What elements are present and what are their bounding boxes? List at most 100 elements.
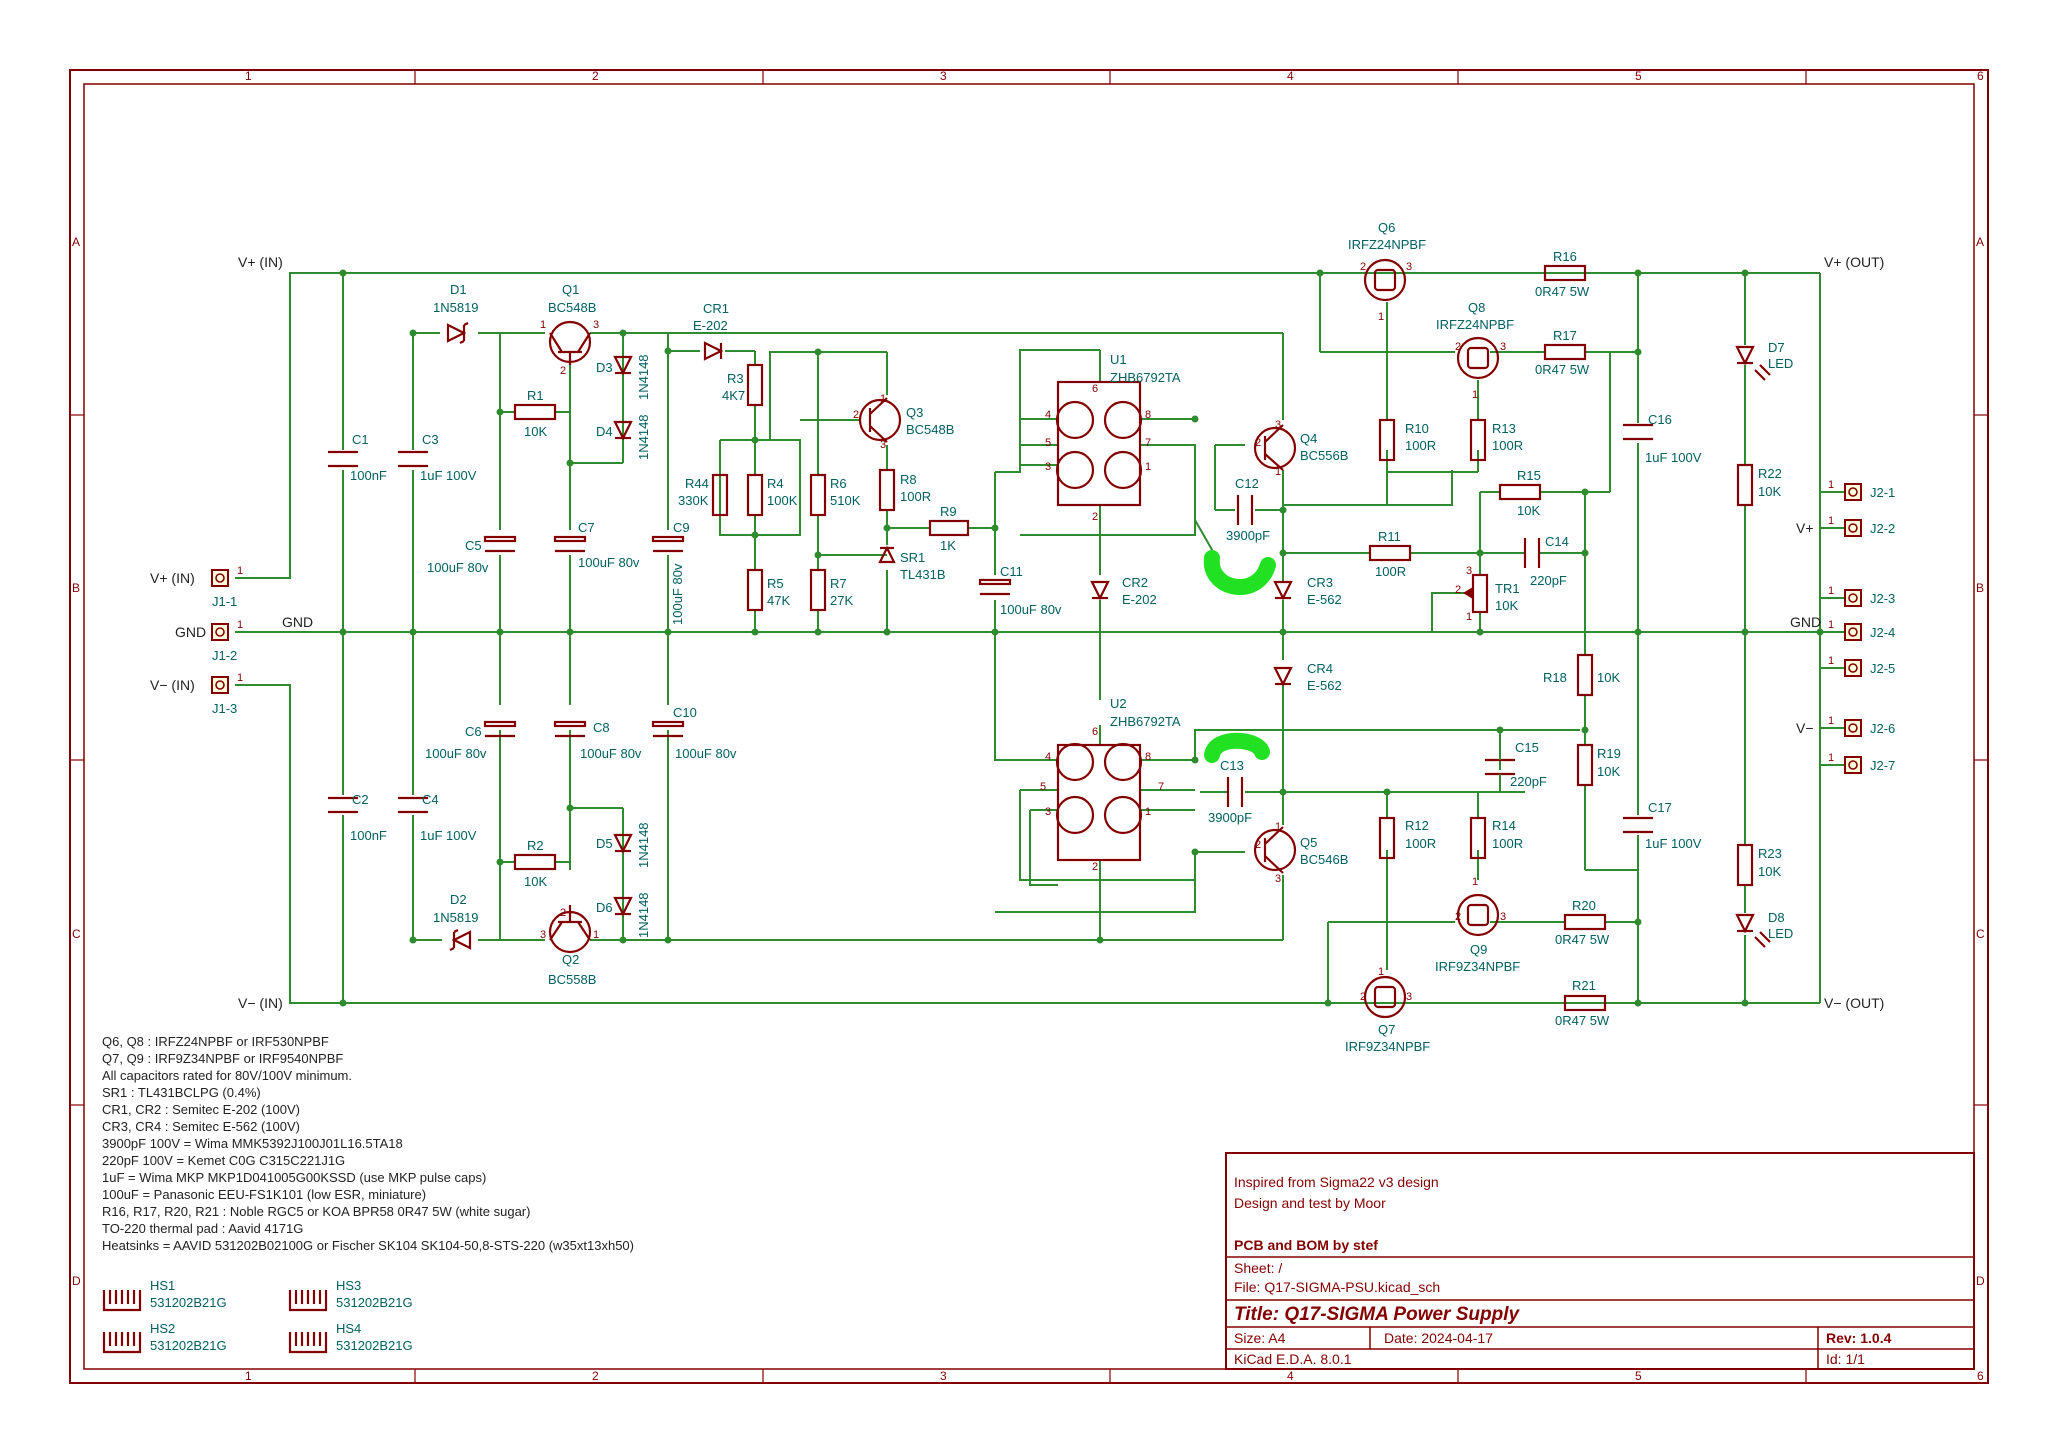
ref-CR3: CR3 <box>1307 575 1333 590</box>
svg-text:3: 3 <box>1466 565 1472 577</box>
ref-Q7: Q7 <box>1378 1022 1395 1037</box>
note-line: 3900pF 100V = Wima MMK5392J100J01L16.5TA… <box>102 1136 403 1151</box>
svg-text:1: 1 <box>237 619 243 631</box>
zone-row-d-right: D <box>1976 1274 1985 1288</box>
zone-col-2-bottom: 2 <box>592 1369 599 1383</box>
zone-col-3-bottom: 3 <box>940 1369 947 1383</box>
ref-J2-5: J2-5 <box>1870 661 1895 676</box>
svg-text:2: 2 <box>1455 584 1461 596</box>
val-CR3: E-562 <box>1307 592 1342 607</box>
ref-R21: R21 <box>1572 978 1596 993</box>
val-R7: 27K <box>830 593 853 608</box>
zone-row-a: A <box>72 235 80 249</box>
ref-D2: D2 <box>450 892 467 907</box>
net-label-j2-vneg: V− <box>1796 720 1814 736</box>
val-R23: 10K <box>1758 864 1781 879</box>
val-C1: 100nF <box>350 468 387 483</box>
ref-C13: C13 <box>1220 758 1244 773</box>
svg-text:1: 1 <box>1472 876 1478 888</box>
ref-J1-3: J1-3 <box>212 701 237 716</box>
zone-col-2: 2 <box>592 69 599 83</box>
svg-text:3: 3 <box>1500 911 1506 923</box>
val-CR4: E-562 <box>1307 678 1342 693</box>
zone-row-b-right: B <box>1976 581 1984 595</box>
val-R9: 1K <box>940 538 956 553</box>
zone-col-1-bottom: 1 <box>245 1369 252 1383</box>
ref-R19: R19 <box>1597 746 1621 761</box>
svg-text:2: 2 <box>1092 511 1098 523</box>
svg-text:1: 1 <box>1466 611 1472 623</box>
ref-C14: C14 <box>1545 534 1569 549</box>
svg-text:6: 6 <box>1092 726 1098 738</box>
ref-J2-7: J2-7 <box>1870 758 1895 773</box>
svg-text:8: 8 <box>1145 751 1151 763</box>
val-D3: 1N4148 <box>636 354 651 400</box>
val-R44: 330K <box>678 493 709 508</box>
val-D2: 1N5819 <box>433 910 479 925</box>
capacitor-symbols <box>328 423 1653 834</box>
net-label-gnd-left: GND <box>282 614 313 630</box>
title-comment-1: Inspired from Sigma22 v3 design <box>1234 1174 1439 1190</box>
svg-text:1: 1 <box>1378 966 1384 978</box>
val-C16: 1uF 100V <box>1645 450 1702 465</box>
ref-R12: R12 <box>1405 818 1429 833</box>
ref-D7: D7 <box>1768 340 1785 355</box>
note-line: 220pF 100V = Kemet C0G C315C221J1G <box>102 1153 345 1168</box>
svg-text:3: 3 <box>1406 261 1412 273</box>
ref-R15: R15 <box>1517 468 1541 483</box>
svg-text:3: 3 <box>540 929 546 941</box>
val-R19: 10K <box>1597 764 1620 779</box>
heatsink-ref: HS1 <box>150 1278 175 1293</box>
svg-text:2: 2 <box>1360 261 1366 273</box>
heatsink-ref: HS3 <box>336 1278 361 1293</box>
svg-text:1: 1 <box>593 929 599 941</box>
svg-text:2: 2 <box>1360 991 1366 1003</box>
svg-text:1: 1 <box>237 565 243 577</box>
resistor-symbols <box>513 264 1754 1012</box>
note-line: Heatsinks = AAVID 531202B02100G or Fisch… <box>102 1238 634 1253</box>
ref-TR1: TR1 <box>1495 581 1520 596</box>
svg-text:1: 1 <box>1828 585 1834 597</box>
val-R1: 10K <box>524 424 547 439</box>
heatsink-value: 531202B21G <box>336 1295 413 1310</box>
net-label-j2-vpos: V+ <box>1796 520 1814 536</box>
heatsink-ref: HS2 <box>150 1321 175 1336</box>
svg-text:3: 3 <box>880 439 886 451</box>
title-comment-3: PCB and BOM by stef <box>1234 1237 1378 1253</box>
ic-u1-u2 <box>1055 380 1143 862</box>
title-sheet: Sheet: / <box>1234 1260 1282 1276</box>
zone-col-5-bottom: 5 <box>1635 1369 1642 1383</box>
highlight-marks <box>1203 550 1276 763</box>
ref-R23: R23 <box>1758 846 1782 861</box>
ref-R9: R9 <box>940 504 957 519</box>
svg-text:5: 5 <box>1045 437 1051 449</box>
val-C13: 3900pF <box>1208 810 1252 825</box>
ref-U2: U2 <box>1110 696 1127 711</box>
note-line: CR3, CR4 : Semitec E-562 (100V) <box>102 1119 300 1134</box>
svg-text:1: 1 <box>1145 806 1151 818</box>
svg-text:1: 1 <box>1828 515 1834 527</box>
svg-text:2: 2 <box>1255 437 1261 449</box>
val-C11: 100uF 80v <box>1000 602 1062 617</box>
ref-J2-1: J2-1 <box>1870 485 1895 500</box>
val-Q1: BC548B <box>548 300 596 315</box>
svg-text:3: 3 <box>1406 991 1412 1003</box>
svg-text:8: 8 <box>1145 409 1151 421</box>
heatsink-value: 531202B21G <box>336 1338 413 1353</box>
val-C8: 100uF 80v <box>580 746 642 761</box>
zone-col-6: 6 <box>1977 69 1984 83</box>
svg-text:1: 1 <box>1828 655 1834 667</box>
svg-text:7: 7 <box>1145 437 1151 449</box>
net-label-j1-vpos: V+ (IN) <box>150 570 195 586</box>
svg-text:3: 3 <box>1275 419 1281 431</box>
title-size: Size: A4 <box>1234 1330 1286 1346</box>
val-R5: 47K <box>767 593 790 608</box>
ref-R20: R20 <box>1572 898 1596 913</box>
val-D1: 1N5819 <box>433 300 479 315</box>
ref-D1: D1 <box>450 282 467 297</box>
ref-R10: R10 <box>1405 421 1429 436</box>
ref-Q2: Q2 <box>562 952 579 967</box>
svg-text:1: 1 <box>1828 479 1834 491</box>
ref-R17: R17 <box>1553 328 1577 343</box>
